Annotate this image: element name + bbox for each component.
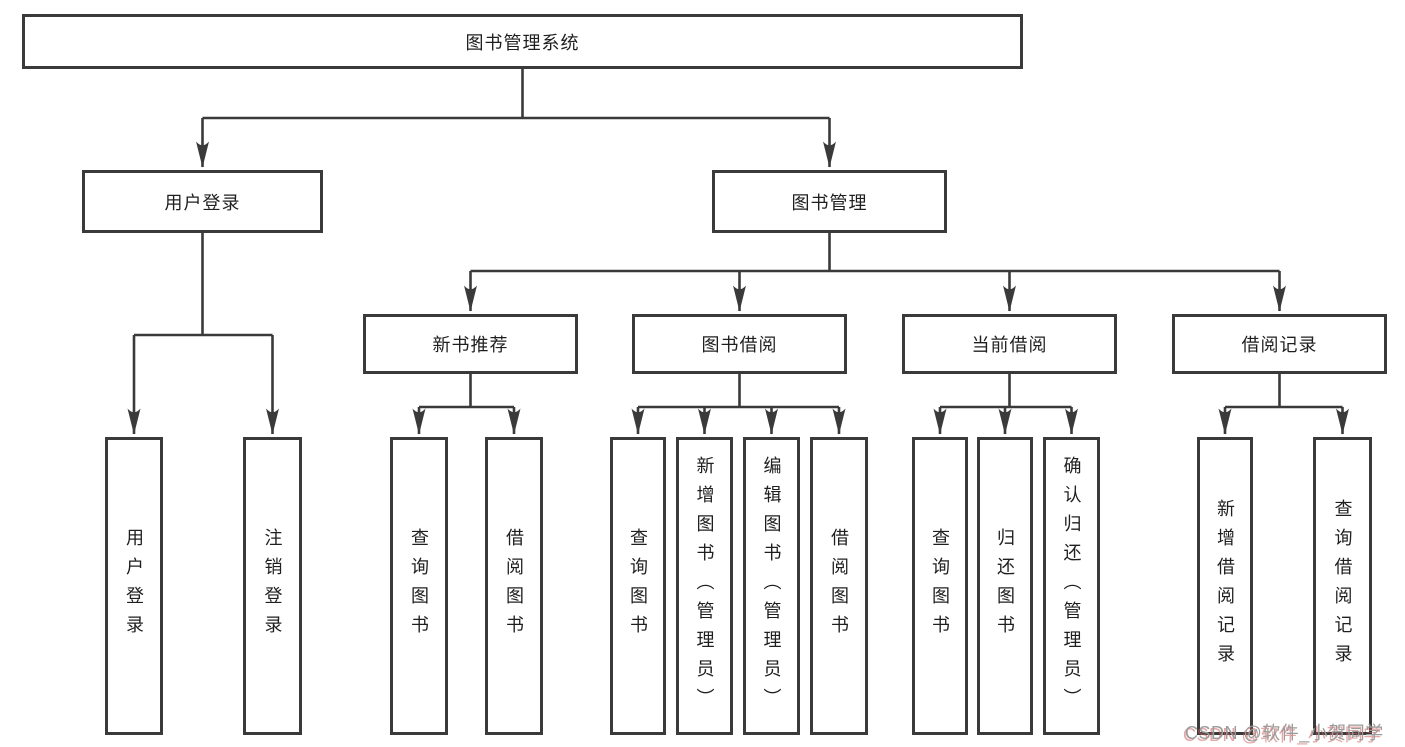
leaf-confirm-return-admin: 确认归还（管理员） <box>1043 437 1100 735</box>
connector-bookborrow-bus <box>638 374 839 409</box>
leaf-add-borrow-record: 新增借阅记录 <box>1197 437 1253 735</box>
leaf-user-login: 用户登录 <box>105 437 163 735</box>
leaf-query-books-3-label: 查询图书 <box>930 528 950 644</box>
leaf-logout: 注销登录 <box>243 437 302 735</box>
node-user-login: 用户登录 <box>82 170 323 233</box>
node-book-management: 图书管理 <box>712 170 947 233</box>
node-user-login-label: 用户登录 <box>164 192 241 213</box>
leaf-return-books: 归还图书 <box>977 437 1033 735</box>
leaf-return-books-label: 归还图书 <box>995 528 1015 644</box>
node-book-management-label: 图书管理 <box>791 192 868 213</box>
leaf-logout-label: 注销登录 <box>262 528 283 644</box>
node-borrowing-records: 借阅记录 <box>1172 314 1387 374</box>
node-current-borrowing: 当前借阅 <box>902 314 1117 374</box>
leaf-user-login-label: 用户登录 <box>124 528 144 644</box>
leaf-borrow-books-2-label: 借阅图书 <box>829 528 849 644</box>
node-borrowing-records-label: 借阅记录 <box>1241 335 1318 355</box>
leaf-query-borrow-record: 查询借阅记录 <box>1313 437 1372 735</box>
node-book-borrowing: 图书借阅 <box>632 314 847 374</box>
connector-bookmgmt-bus <box>470 233 1280 273</box>
watermark-text: CSDN @软件_小贺同学 <box>1185 723 1384 743</box>
leaf-add-books-admin-label: 新增图书（管理员） <box>694 455 715 717</box>
leaf-query-books-2: 查询图书 <box>610 437 666 735</box>
leaf-add-books-admin: 新增图书（管理员） <box>676 437 733 735</box>
connector-root-bus <box>202 69 830 120</box>
node-new-book-recommendation: 新书推荐 <box>363 314 578 374</box>
node-library-system: 图书管理系统 <box>22 14 1023 69</box>
node-new-book-recommendation-label: 新书推荐 <box>432 335 509 355</box>
leaf-add-borrow-record-label: 新增借阅记录 <box>1215 499 1235 673</box>
node-library-system-label: 图书管理系统 <box>465 32 580 53</box>
leaf-edit-books-admin: 编辑图书（管理员） <box>743 437 800 735</box>
leaf-query-books-2-label: 查询图书 <box>628 528 648 644</box>
leaf-borrow-books-2: 借阅图书 <box>810 437 868 735</box>
leaf-edit-books-admin-label: 编辑图书（管理员） <box>761 455 782 717</box>
leaf-borrow-books-1: 借阅图书 <box>485 437 543 735</box>
leaf-borrow-books-1-label: 借阅图书 <box>504 528 524 644</box>
leaf-query-books-3: 查询图书 <box>912 437 968 735</box>
connector-userlogin-bus <box>134 233 273 337</box>
node-book-borrowing-label: 图书借阅 <box>701 335 778 355</box>
node-current-borrowing-label: 当前借阅 <box>971 335 1048 355</box>
leaf-query-books-1: 查询图书 <box>390 437 448 735</box>
leaf-query-books-1-label: 查询图书 <box>409 528 429 644</box>
connector-newbook-bus <box>419 374 514 409</box>
leaf-confirm-return-admin-label: 确认归还（管理员） <box>1061 455 1082 717</box>
leaf-query-borrow-record-label: 查询借阅记录 <box>1332 499 1353 673</box>
connector-currentborrow-bus <box>940 374 1072 409</box>
connector-borrowrecord-bus <box>1225 374 1343 409</box>
